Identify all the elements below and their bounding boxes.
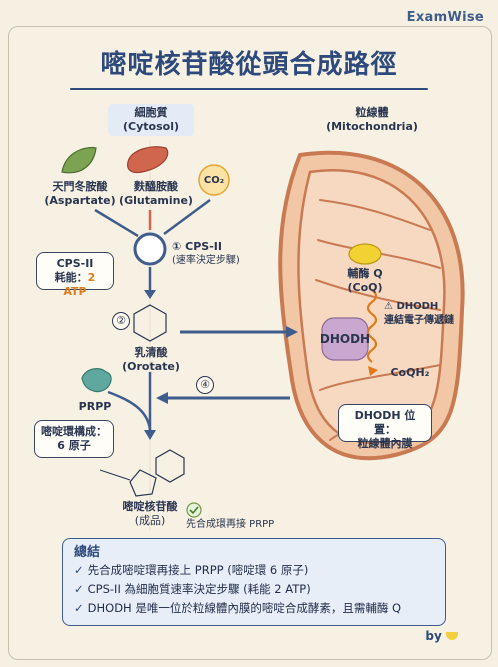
dhodh-warning: ⚠ DHODH 連結電子傳遞鏈	[384, 300, 456, 328]
aspartate-en: (Aspartate)	[44, 194, 116, 207]
dhodh-warning-text: 連結電子傳遞鏈	[384, 315, 454, 326]
step2-number: ②	[112, 312, 130, 330]
cytosol-zh: 細胞質	[134, 106, 168, 119]
step1-note: (速率決定步驟)	[172, 255, 240, 266]
orotate-label: 乳清酸 (Orotate)	[116, 346, 186, 374]
byline: by	[425, 629, 458, 643]
step1-label: ① CPS-II (速率決定步驟)	[172, 240, 272, 268]
ump-ribose-ring	[129, 469, 157, 497]
dihydroorotate-ring	[133, 304, 167, 342]
summary-item-text: CPS-II 為細胞質速率決定步驟 (耗能 2 ATP)	[87, 582, 311, 596]
arrow-co2	[163, 198, 211, 236]
dhodh-label: DHODH	[319, 332, 371, 346]
check-icon: ✓	[74, 563, 84, 577]
coq-label: 輔酶 Q (CoQ)	[335, 267, 395, 295]
brand-logo: ExamWise	[406, 10, 484, 25]
dhodh-protein-icon	[321, 317, 369, 361]
aspartate-label: 天門冬胺酸 (Aspartate)	[38, 180, 122, 208]
mito-zh: 粒線體	[355, 106, 389, 119]
page-title: 嘧啶核苷酸從頭合成路徑	[100, 50, 398, 80]
glutamine-icon	[127, 146, 169, 174]
ump-base-ring	[155, 449, 185, 483]
cps-ii-enzyme-icon	[133, 232, 167, 266]
check-icon: ✓	[74, 601, 84, 615]
orotate-zh: 乳清酸	[134, 346, 168, 359]
ump-label: 嘧啶核苷酸 (成品)	[110, 500, 190, 528]
summary-box	[62, 538, 446, 626]
electron-arrow-head	[368, 366, 378, 376]
coq-zh: 輔酶 Q	[347, 267, 383, 280]
arrow-head-1	[144, 290, 156, 299]
leaf-icon	[61, 146, 97, 174]
orotate-en: (Orotate)	[122, 360, 180, 373]
summary-item: ✓先合成嘧啶環再接上 PRPP (嘧啶環 6 原子)	[74, 562, 308, 578]
arrow-head-3	[156, 392, 168, 404]
summary-item-text: 先合成嘧啶環再接上 PRPP (嘧啶環 6 原子)	[87, 563, 309, 577]
ring-box-value: 6 原子	[57, 439, 91, 452]
check-icon: ✓	[74, 582, 84, 596]
title-underline	[70, 88, 428, 90]
summary-item: ✓CPS-II 為細胞質速率決定步驟 (耗能 2 ATP)	[74, 581, 311, 597]
ump-phosphate-bond	[99, 469, 131, 481]
ump-zh: 嘧啶核苷酸	[122, 500, 178, 513]
check-mark	[189, 506, 199, 515]
step1-enzyme: CPS-II	[185, 240, 222, 253]
summary-item: ✓DHODH 是唯一位於粒線體內膜的嘧啶合成酵素，且需輔酶 Q	[74, 600, 401, 616]
glutamine-en: (Glutamine)	[119, 194, 193, 207]
glutamine-zh: 麩醯胺酸	[134, 180, 178, 193]
cps-box-title: CPS-II	[56, 257, 94, 270]
banana-icon	[446, 632, 458, 640]
arrow-head-2	[286, 326, 298, 338]
summary-item-text: DHODH 是唯一位於粒線體內膜的嘧啶合成酵素，且需輔酶 Q	[87, 601, 402, 615]
cps-box-atp: 2 ATP	[63, 271, 96, 298]
step4-number: ④	[196, 376, 214, 394]
arrow-head-4	[144, 430, 156, 440]
cps-ii-energy-box: CPS-II 耗能：2 ATP	[36, 252, 114, 298]
prpp-icon	[81, 368, 112, 393]
dhodh-location-value: 粒線體內膜	[357, 437, 413, 450]
cps-box-energy-label: 耗能：	[54, 271, 88, 284]
summary-title: 總結	[74, 545, 101, 560]
warning-icon: ⚠	[384, 301, 393, 312]
glutamine-label: 麩醯胺酸 (Glutamine)	[114, 180, 198, 208]
coqh2-label: CoQH₂	[390, 366, 430, 379]
ump-en: (成品)	[134, 514, 166, 527]
mito-label: 粒線體 (Mitochondria)	[322, 106, 422, 134]
co2-cloud-icon	[198, 164, 230, 196]
cytosol-en: (Cytosol)	[123, 120, 179, 133]
prpp-label: PRPP	[78, 400, 112, 413]
mito-en: (Mitochondria)	[326, 120, 418, 133]
dhodh-location-title: DHODH 位置：	[354, 409, 416, 436]
dhodh-warning-title: DHODH	[396, 301, 439, 312]
byline-text: by	[425, 629, 442, 643]
aspartate-zh: 天門冬胺酸	[52, 180, 108, 193]
check-icon	[186, 502, 202, 518]
dhodh-location-box: DHODH 位置： 粒線體內膜	[338, 404, 432, 450]
co2-label: CO₂	[203, 175, 225, 186]
ring-box-title: 嘧啶環構成：	[41, 425, 107, 438]
step1-number: ①	[172, 240, 182, 253]
ring-atoms-box: 嘧啶環構成： 6 原子	[34, 420, 114, 458]
coq-icon	[348, 243, 382, 265]
coq-en: (CoQ)	[347, 281, 383, 294]
cytosol-label: 細胞質 (Cytosol)	[108, 104, 194, 136]
electron-flow-line	[366, 289, 378, 363]
arrow-aspartate	[94, 208, 139, 238]
ump-note: 先合成環再接 PRPP	[186, 519, 275, 530]
